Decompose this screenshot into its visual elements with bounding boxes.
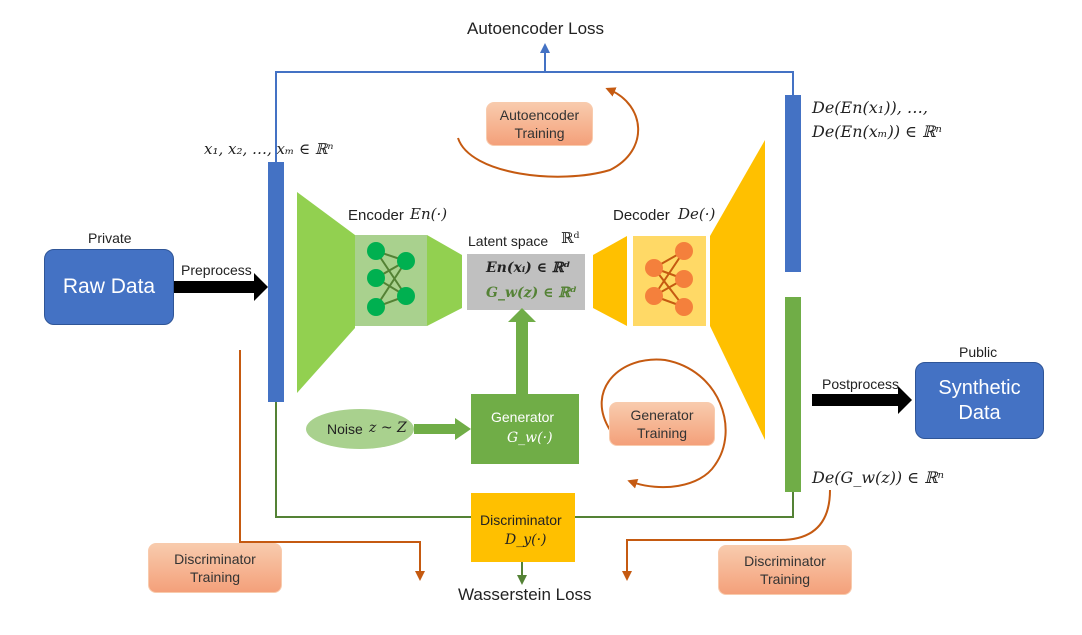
wasserstein-loss-label: Wasserstein Loss	[458, 585, 592, 604]
generator-training-label-line1: Generator	[630, 407, 694, 423]
discriminator-training-paths	[239, 350, 831, 581]
decoder-label: Decoder	[613, 207, 670, 224]
autoencoder-loss-path	[275, 43, 794, 162]
autoencoder-training-loop-icon	[457, 87, 640, 178]
generator-training-loop-icon	[600, 358, 727, 489]
decoded-generated-math: De(G_w(z)) ∈ ℝⁿ	[812, 468, 944, 487]
public-label: Public	[959, 344, 998, 360]
discriminator-box	[471, 493, 575, 562]
generator-to-latent-arrow	[508, 308, 536, 394]
generated-latent-math: G_w(z) ∈ ℝᵈ	[486, 285, 577, 301]
discriminator-training-left-label-line2: Training	[189, 569, 241, 585]
noise-to-generator-arrow	[414, 418, 471, 440]
synthetic-data-label-line1: Synthetic	[938, 376, 1021, 399]
raw-data-box: Raw Data	[44, 249, 174, 325]
latent-dim-math: ℝᵈ	[561, 229, 580, 247]
latent-space-box	[467, 254, 585, 310]
decoder-head-shape	[593, 236, 627, 326]
synthetic-data-label-line2: Data	[958, 401, 1001, 424]
noise-ellipse	[306, 409, 414, 449]
discriminator-fn-math: D_y(·)	[505, 532, 547, 548]
discriminator-training-left-label-line1: Discriminator	[174, 551, 256, 567]
reconstruction-bar	[785, 95, 801, 272]
encoder-tail-shape	[427, 235, 462, 326]
encoder-network-icon	[367, 242, 415, 316]
decoder-shape	[710, 140, 765, 440]
autoencoder-loss-label: Autoencoder Loss	[467, 19, 605, 38]
preprocess-label: Preprocess	[181, 262, 252, 278]
postprocess-arrow	[812, 386, 912, 414]
generator-label: Generator	[491, 409, 555, 425]
generator-training-label-line2: Training	[636, 425, 688, 441]
synthetic-data-box: Synthetic Data	[915, 362, 1044, 439]
decoder-network-icon	[645, 242, 693, 316]
noise-label: Noise	[327, 421, 363, 437]
encoded-latent-math: En(xᵢ) ∈ ℝᵈ	[486, 260, 571, 276]
generated-output-bar	[785, 297, 801, 492]
decoder-network-box	[633, 236, 706, 326]
autoencoder-training-box: Autoencoder Training	[486, 102, 593, 146]
input-data-bar	[268, 162, 284, 402]
discriminator-label: Discriminator	[480, 512, 562, 528]
postprocess-label: Postprocess	[822, 376, 900, 392]
input-data-math: x₁, x₂, …, xₘ ∈ ℝⁿ	[204, 140, 334, 158]
discriminator-training-right-label-line1: Discriminator	[744, 553, 826, 569]
reconstruction-math-line2: De(En(xₘ)) ∈ ℝⁿ	[812, 122, 942, 141]
generator-box	[471, 394, 579, 464]
autoencoder-training-label-line1: Autoencoder	[499, 107, 580, 123]
latent-space-label: Latent space	[468, 233, 549, 249]
decoder-fn-math: De(·)	[678, 205, 716, 223]
discriminator-training-right-label-line2: Training	[759, 571, 811, 587]
discriminator-training-right-box: Discriminator Training	[718, 545, 852, 595]
raw-data-label: Raw Data	[62, 275, 156, 298]
private-label: Private	[88, 230, 132, 246]
encoder-fn-math: En(·)	[410, 205, 448, 223]
preprocess-arrow	[168, 273, 268, 301]
encoder-shape	[297, 192, 355, 393]
reconstruction-math-line1: De(En(x₁)), …,	[812, 98, 928, 117]
autoencoder-training-label-line2: Training	[514, 125, 565, 141]
encoder-network-box	[355, 235, 427, 326]
discriminator-training-left-box: Discriminator Training	[148, 543, 282, 593]
generator-fn-math: G_w(·)	[507, 430, 553, 446]
generator-training-box: Generator Training	[609, 402, 715, 446]
encoder-label: Encoder	[348, 207, 404, 224]
noise-dist-math: z ~ Z	[369, 420, 407, 436]
